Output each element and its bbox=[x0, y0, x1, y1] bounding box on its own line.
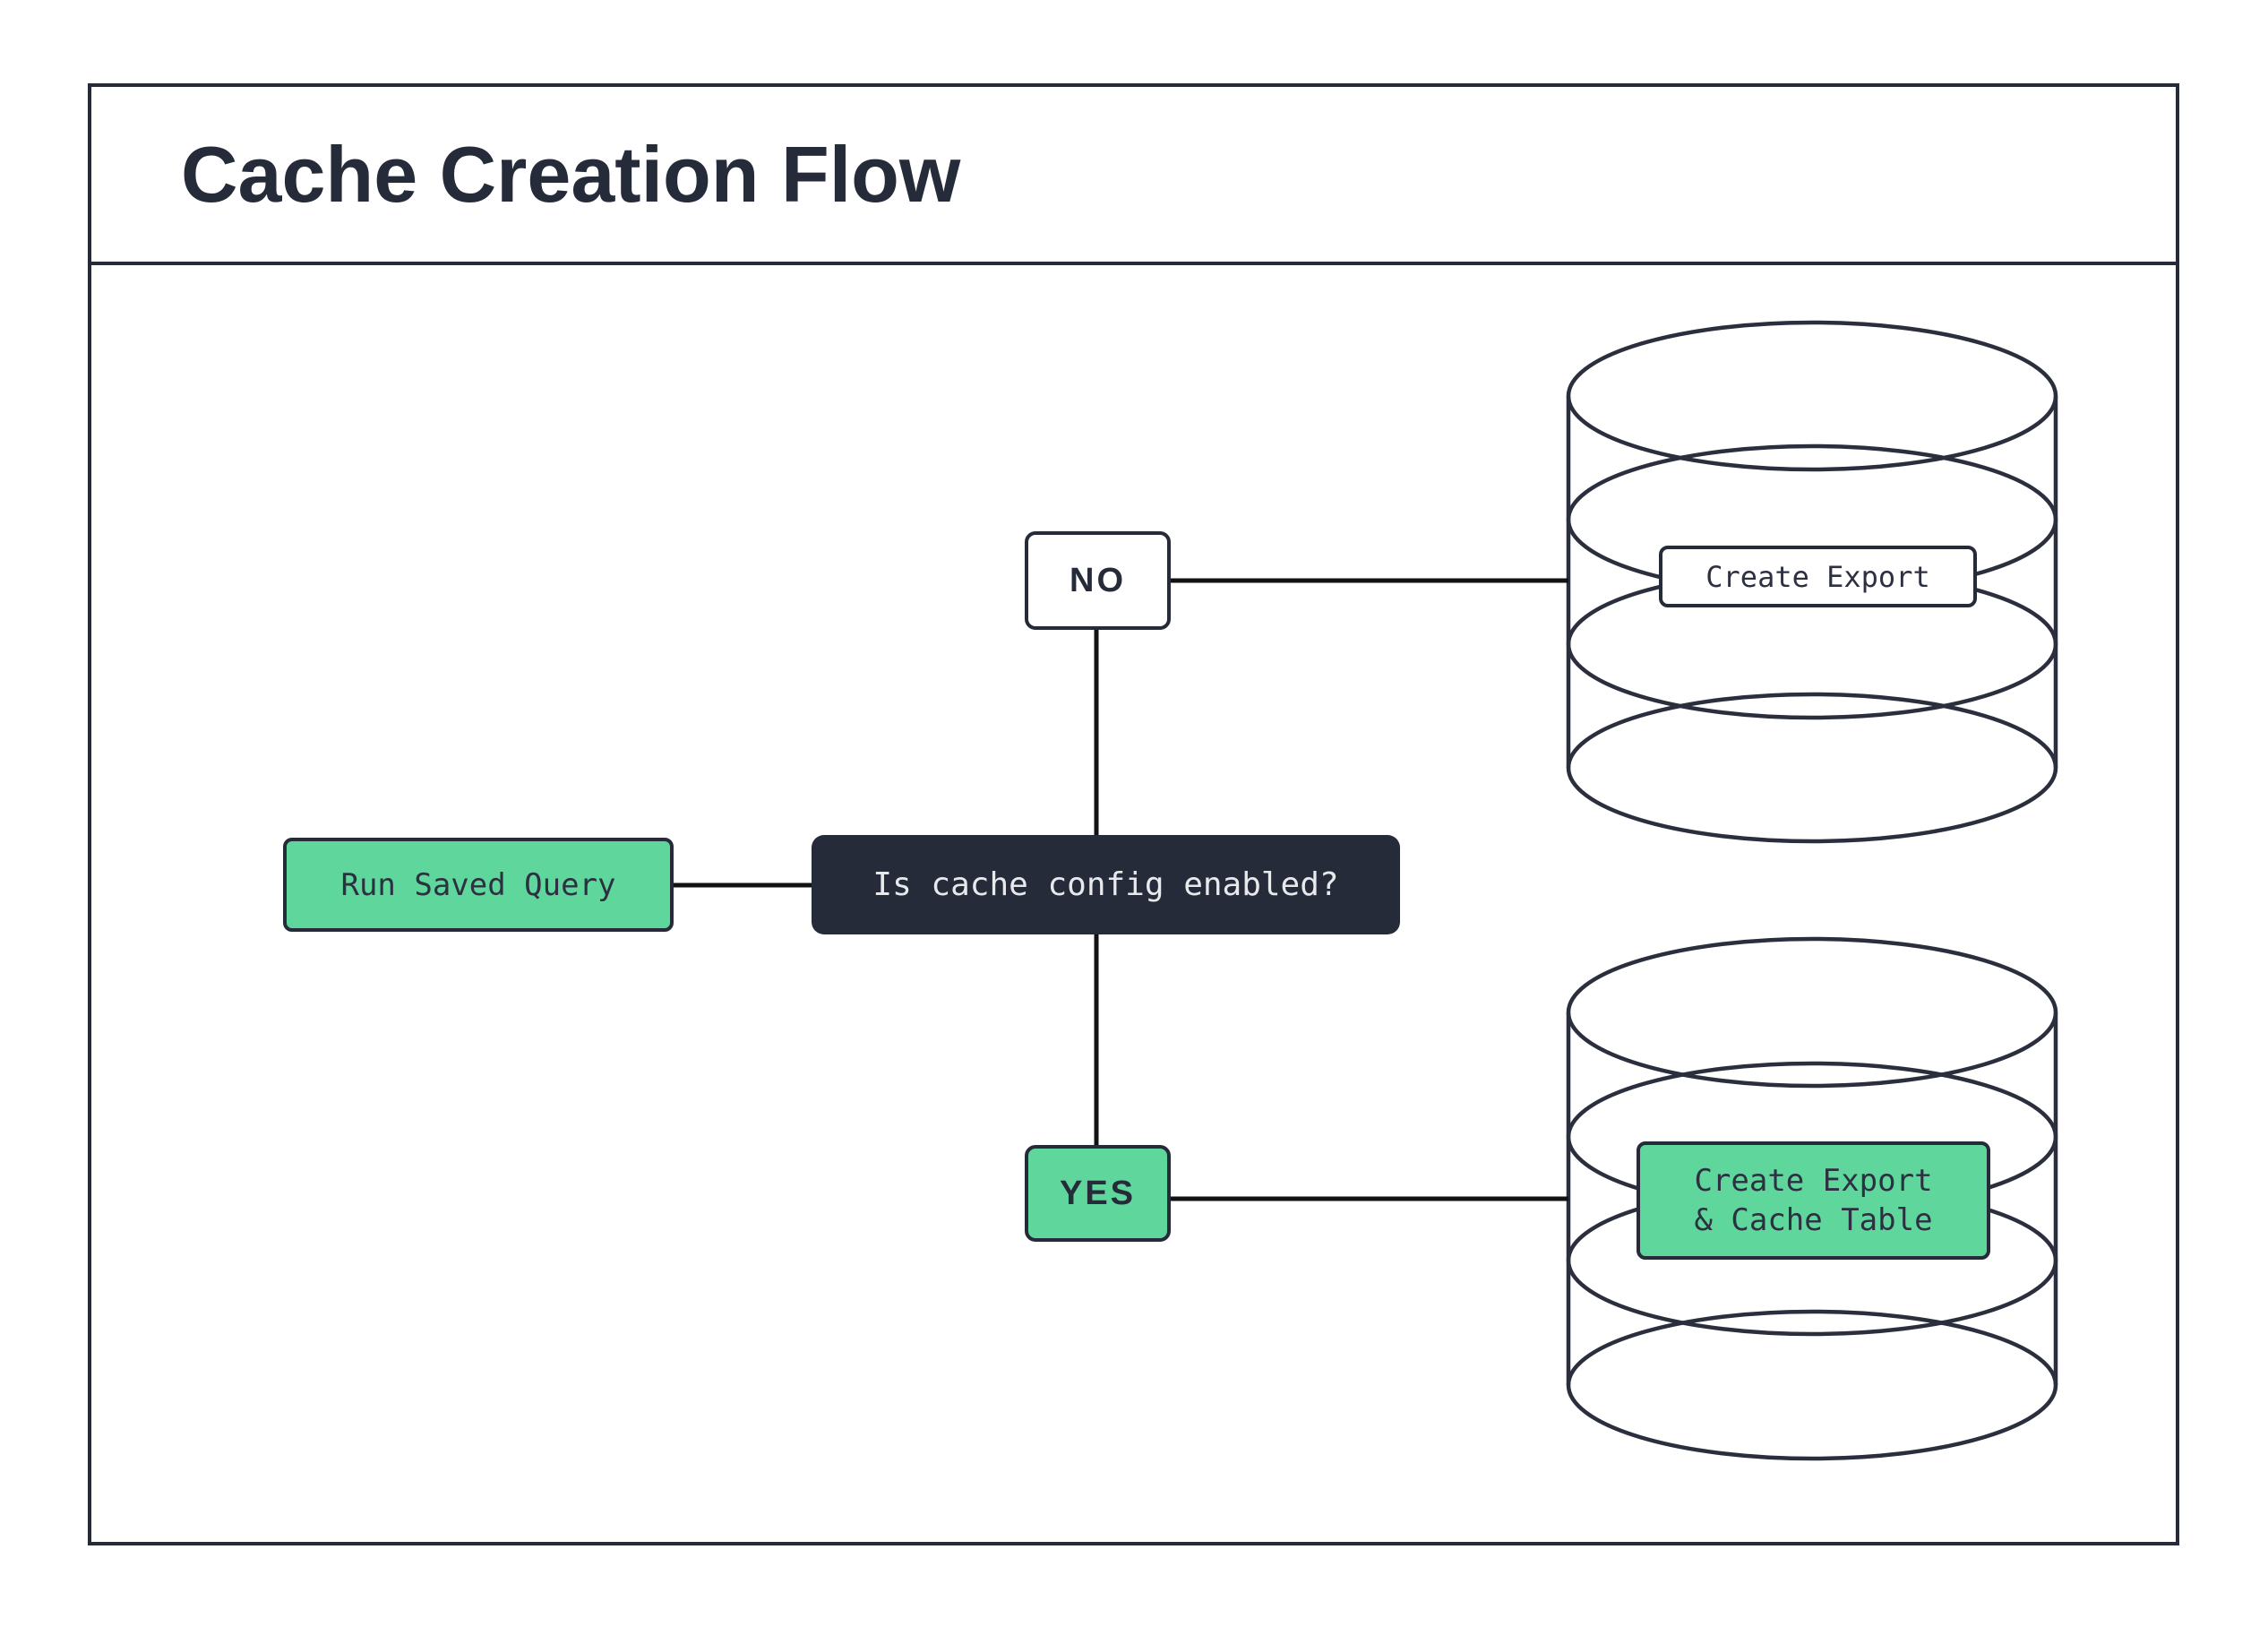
page-title: Cache Creation Flow bbox=[181, 129, 961, 219]
node-decision-label: Is cache config enabled? bbox=[872, 866, 1339, 903]
node-branch-yes: YES bbox=[1025, 1145, 1171, 1242]
diagram-frame: Cache Creation Flow bbox=[88, 83, 2179, 1545]
node-run-saved-query-label: Run Saved Query bbox=[340, 866, 616, 903]
node-create-export-text: Create Export bbox=[1705, 559, 1930, 594]
node-branch-no: NO bbox=[1025, 531, 1171, 630]
node-run-saved-query: Run Saved Query bbox=[283, 838, 674, 932]
node-decision-cache-config: Is cache config enabled? bbox=[812, 835, 1400, 934]
node-branch-yes-label: YES bbox=[1059, 1174, 1137, 1212]
node-create-export-cache-line2: & Cache Table bbox=[1694, 1202, 1933, 1238]
node-branch-no-label: NO bbox=[1070, 561, 1126, 599]
node-create-export-cache-line1: Create Export bbox=[1694, 1163, 1933, 1199]
node-create-export-label: Create Export bbox=[1659, 546, 1977, 607]
database-cylinder-export-cache-icon bbox=[1566, 936, 2058, 1461]
node-create-export-cache-label: Create Export & Cache Table bbox=[1637, 1141, 1990, 1260]
diagram-header: Cache Creation Flow bbox=[91, 87, 2176, 265]
